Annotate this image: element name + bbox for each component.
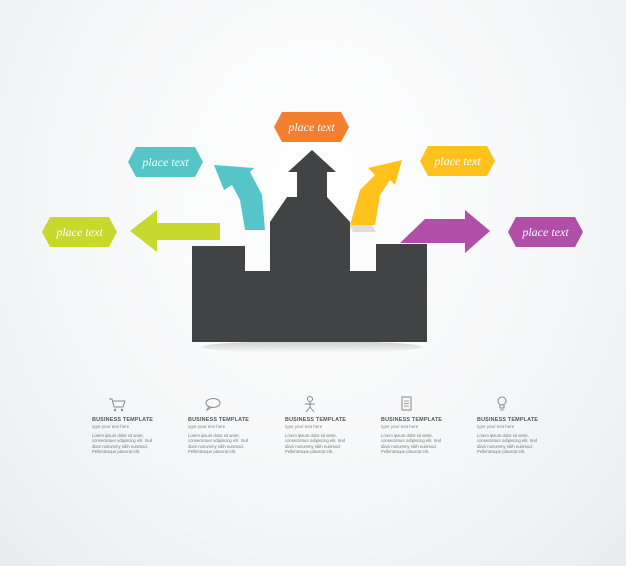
info-column-1: BUSINESS TEMPLATE type your text here Lo… [92, 395, 182, 455]
info-column-3: BUSINESS TEMPLATE type your text here Lo… [285, 395, 375, 455]
info-column-5: BUSINESS TEMPLATE type your text here Lo… [477, 395, 567, 455]
arrow-diagram [130, 150, 490, 353]
label-right: place text [508, 217, 583, 247]
base-block [192, 150, 427, 342]
label-left: place text [42, 217, 117, 247]
info-column-4: BUSINESS TEMPLATE type your text here Lo… [381, 395, 471, 455]
info-subtitle: type your text here [285, 424, 323, 429]
label-upper-left: place text [128, 147, 203, 177]
info-body: Lorem ipsum dolor sit amet, consectetuer… [285, 433, 346, 455]
info-body: Lorem ipsum dolor sit amet, consectetuer… [188, 433, 249, 455]
base-shadow [202, 341, 422, 353]
info-subtitle: type your text here [92, 424, 130, 429]
left-arrow [130, 210, 220, 252]
info-subtitle: type your text here [188, 424, 226, 429]
info-title: BUSINESS TEMPLATE [188, 417, 250, 423]
info-subtitle: type your text here [477, 424, 515, 429]
info-body: Lorem ipsum dolor sit amet, consectetuer… [477, 433, 538, 455]
upper-left-arrow [214, 165, 265, 230]
info-column-2: BUSINESS TEMPLATE type your text here Lo… [188, 395, 278, 455]
cart-icon [109, 398, 126, 412]
speech-bubble-icon [205, 398, 221, 412]
yellow-arrow-shadow [349, 225, 376, 232]
info-subtitle: type your text here [381, 424, 419, 429]
info-title: BUSINESS TEMPLATE [477, 417, 539, 423]
info-title: BUSINESS TEMPLATE [92, 417, 154, 423]
info-title: BUSINESS TEMPLATE [285, 417, 347, 423]
label-top: place text [274, 112, 349, 142]
info-title: BUSINESS TEMPLATE [381, 417, 443, 423]
info-body: Lorem ipsum dolor sit amet, consectetuer… [92, 433, 153, 455]
label-upper-right: place text [420, 146, 495, 176]
person-icon [305, 396, 315, 413]
upper-right-arrow [350, 160, 402, 225]
right-arrow [400, 210, 490, 253]
document-icon [401, 396, 412, 411]
lightbulb-icon [497, 396, 507, 411]
info-body: Lorem ipsum dolor sit amet, consectetuer… [381, 433, 442, 455]
